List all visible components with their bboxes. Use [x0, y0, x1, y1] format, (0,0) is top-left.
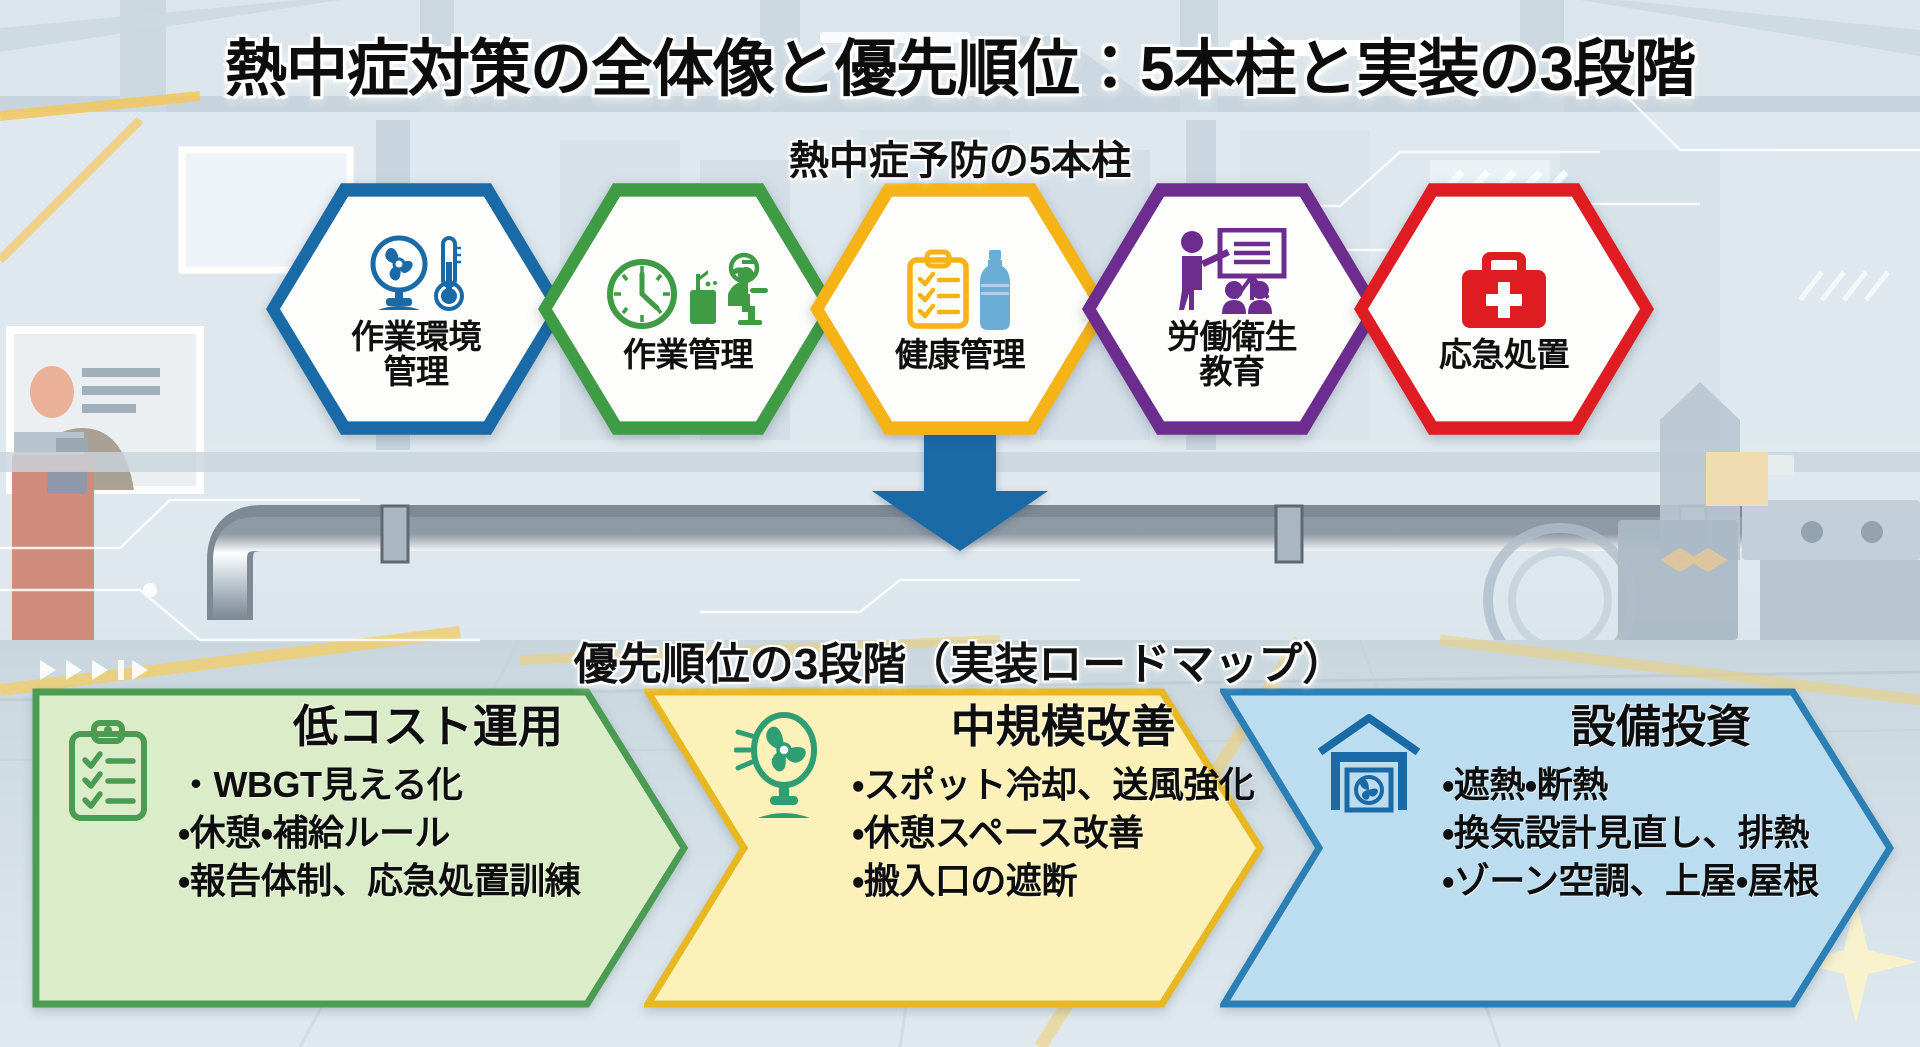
list-item: ゾーン空調、上屋・屋根	[1442, 857, 1860, 905]
list-item: 休憩・補給ルール	[178, 809, 654, 857]
panel-title-1: 低コスト運用	[293, 701, 564, 752]
pillars-section-heading: 熱中症予防の5本柱	[788, 139, 1132, 183]
list-item: WBGT見える化	[178, 761, 654, 809]
drink-cup-icon	[690, 269, 717, 324]
panel-item-list-3: 遮熱・断熱 換気設計見直し、排熱 ゾーン空調、上屋・屋根	[1442, 761, 1860, 905]
list-item: スポット冷却、送風強化	[852, 761, 1255, 809]
pillar-label-3: 健康管理	[895, 335, 1026, 373]
list-item: 搬入口の遮断	[852, 857, 1254, 905]
checklist-clipboard-icon	[69, 720, 147, 821]
instructor-whiteboard-icon	[1179, 228, 1287, 315]
pillar-label-5: 応急処置	[1439, 335, 1570, 373]
pillar-label-2: 作業管理	[623, 335, 754, 373]
page-title-area: 熱中症対策の全体像と優先順位：5本柱と実装の3段階	[0, 18, 1920, 108]
down-arrow-icon	[872, 435, 1048, 556]
audience-icon	[1222, 281, 1272, 315]
page-title: 熱中症対策の全体像と優先順位：5本柱と実装の3段階	[225, 35, 1696, 104]
panel-icon-clipboard	[66, 718, 150, 829]
pillar-label-4: 労働衛生 教育	[1167, 318, 1298, 390]
electric-fan-icon	[370, 235, 428, 311]
roadmap-panel-mid-scale[interactable]: 中規模改善 スポット冷却、送風強化 休憩スペース改善 搬入口の遮断	[644, 688, 1265, 1008]
pillar-icon-group-1	[368, 228, 464, 314]
pillar-icon-group-5	[1456, 246, 1552, 332]
pillar-hexagon-first-aid[interactable]: 応急処置	[1354, 178, 1654, 440]
pillar-hexagon-work-management[interactable]: 作業管理	[538, 178, 838, 440]
roadmap-section-heading: 優先順位の3段階（実装ロードマップ）	[573, 640, 1347, 689]
panel-title-3: 設備投資	[1571, 701, 1752, 752]
list-item: 休憩スペース改善	[852, 809, 1254, 857]
roadmap-panel-capital-investment[interactable]: 設備投資 遮熱・断熱 換気設計見直し、排熱 ゾーン空調、上屋・屋根	[1220, 688, 1894, 1008]
five-pillars-row: 作業環境 管理	[0, 178, 1920, 440]
thermometer-icon	[434, 236, 464, 312]
first-aid-kit-icon	[1462, 251, 1546, 328]
panel-item-list-2: スポット冷却、送風強化 休憩スペース改善 搬入口の遮断	[852, 761, 1255, 905]
resting-worker-icon	[690, 252, 768, 325]
panel-title-2: 中規模改善	[950, 701, 1176, 752]
pillar-hexagon-health-management[interactable]: 健康管理	[810, 178, 1110, 440]
pillar-icon-group-4	[1172, 228, 1292, 315]
pillar-label-1: 作業環境 管理	[351, 318, 482, 390]
electric-fan-icon	[733, 712, 818, 818]
panel-icon-factory	[1314, 710, 1424, 821]
pillar-icon-group-3	[905, 246, 1015, 332]
pillar-icon-group-2	[604, 246, 772, 332]
list-item: 換気設計見直し、排熱	[1442, 809, 1860, 857]
roadmap-panels-row: 低コスト運用 WBGT見える化 休憩・補給ルール 報告体制、応急処置訓練	[32, 688, 1894, 1008]
roadmap-panel-low-cost[interactable]: 低コスト運用 WBGT見える化 休憩・補給ルール 報告体制、応急処置訓練	[32, 688, 689, 1008]
panel-item-list-1: WBGT見える化 休憩・補給ルール 報告体制、応急処置訓練	[178, 761, 654, 905]
list-item: 遮熱・断熱	[1442, 761, 1860, 809]
factory-ventilation-icon	[1317, 714, 1421, 813]
checklist-clipboard-icon	[907, 249, 969, 329]
list-item: 報告体制、応急処置訓練	[178, 857, 654, 905]
water-bottle-icon	[980, 249, 1010, 330]
pillar-hexagon-work-environment[interactable]: 作業環境 管理	[266, 178, 566, 440]
pillar-hexagon-health-education[interactable]: 労働衛生 教育	[1082, 178, 1382, 440]
panel-icon-fan	[733, 710, 830, 827]
clock-icon	[607, 258, 677, 329]
